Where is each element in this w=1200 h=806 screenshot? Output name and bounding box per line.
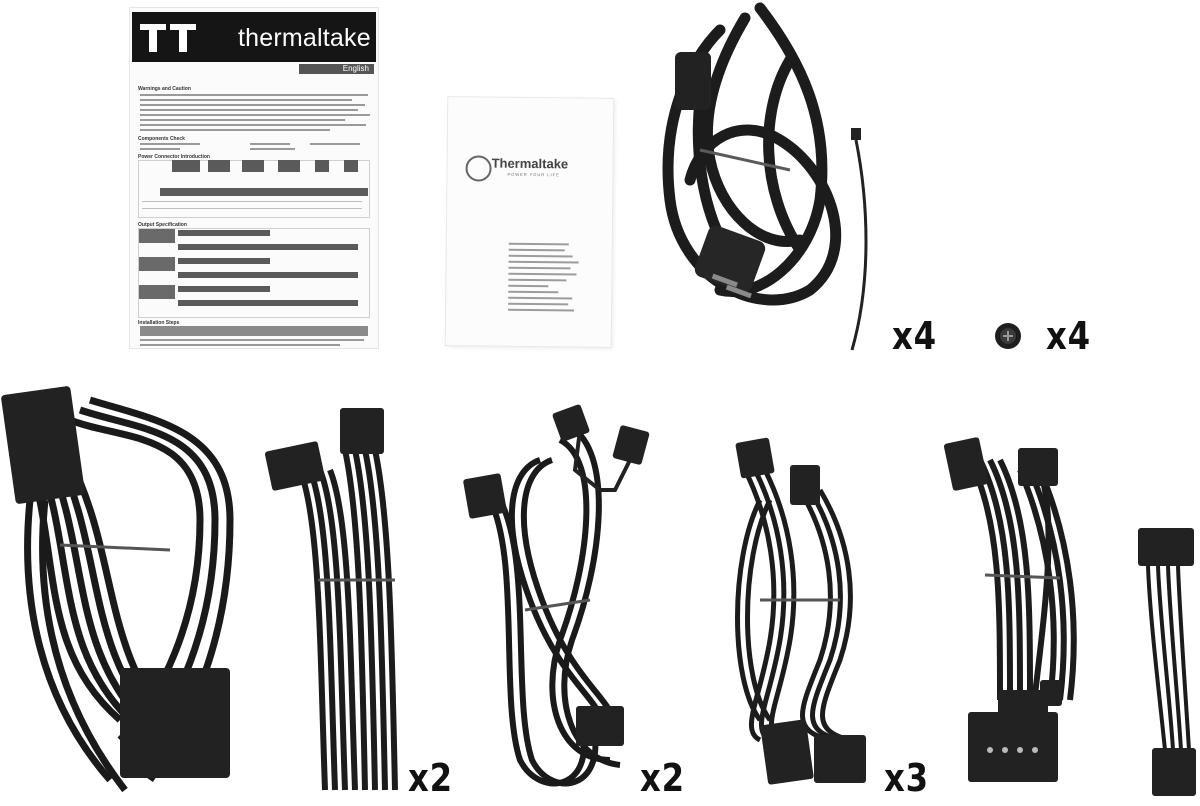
manual-section-warnings: Warnings and Caution (138, 86, 191, 92)
manual-section-connectors: Power Connector Introduction (138, 154, 210, 160)
manual-section-output: Output Specification (138, 222, 187, 228)
user-manual: thermaltake English Warnings and Caution… (130, 8, 378, 348)
screw-quantity: x4 (1046, 314, 1092, 358)
thermaltake-logo-icon (140, 24, 196, 52)
manual-language-tag: English (299, 64, 374, 74)
manual-header: thermaltake (132, 12, 376, 62)
manual-section-components: Components Check (138, 136, 185, 142)
sata-cable-quantity: x3 (884, 756, 930, 800)
output-spec-table (138, 228, 370, 318)
pcie-cable-quantity: x2 (408, 756, 454, 800)
eps-cable-quantity: x2 (640, 756, 686, 800)
cable-tie-quantity: x4 (892, 314, 938, 358)
manual-brand-name: thermaltake (238, 24, 371, 52)
manual-section-installation: Installation Steps (138, 320, 180, 326)
